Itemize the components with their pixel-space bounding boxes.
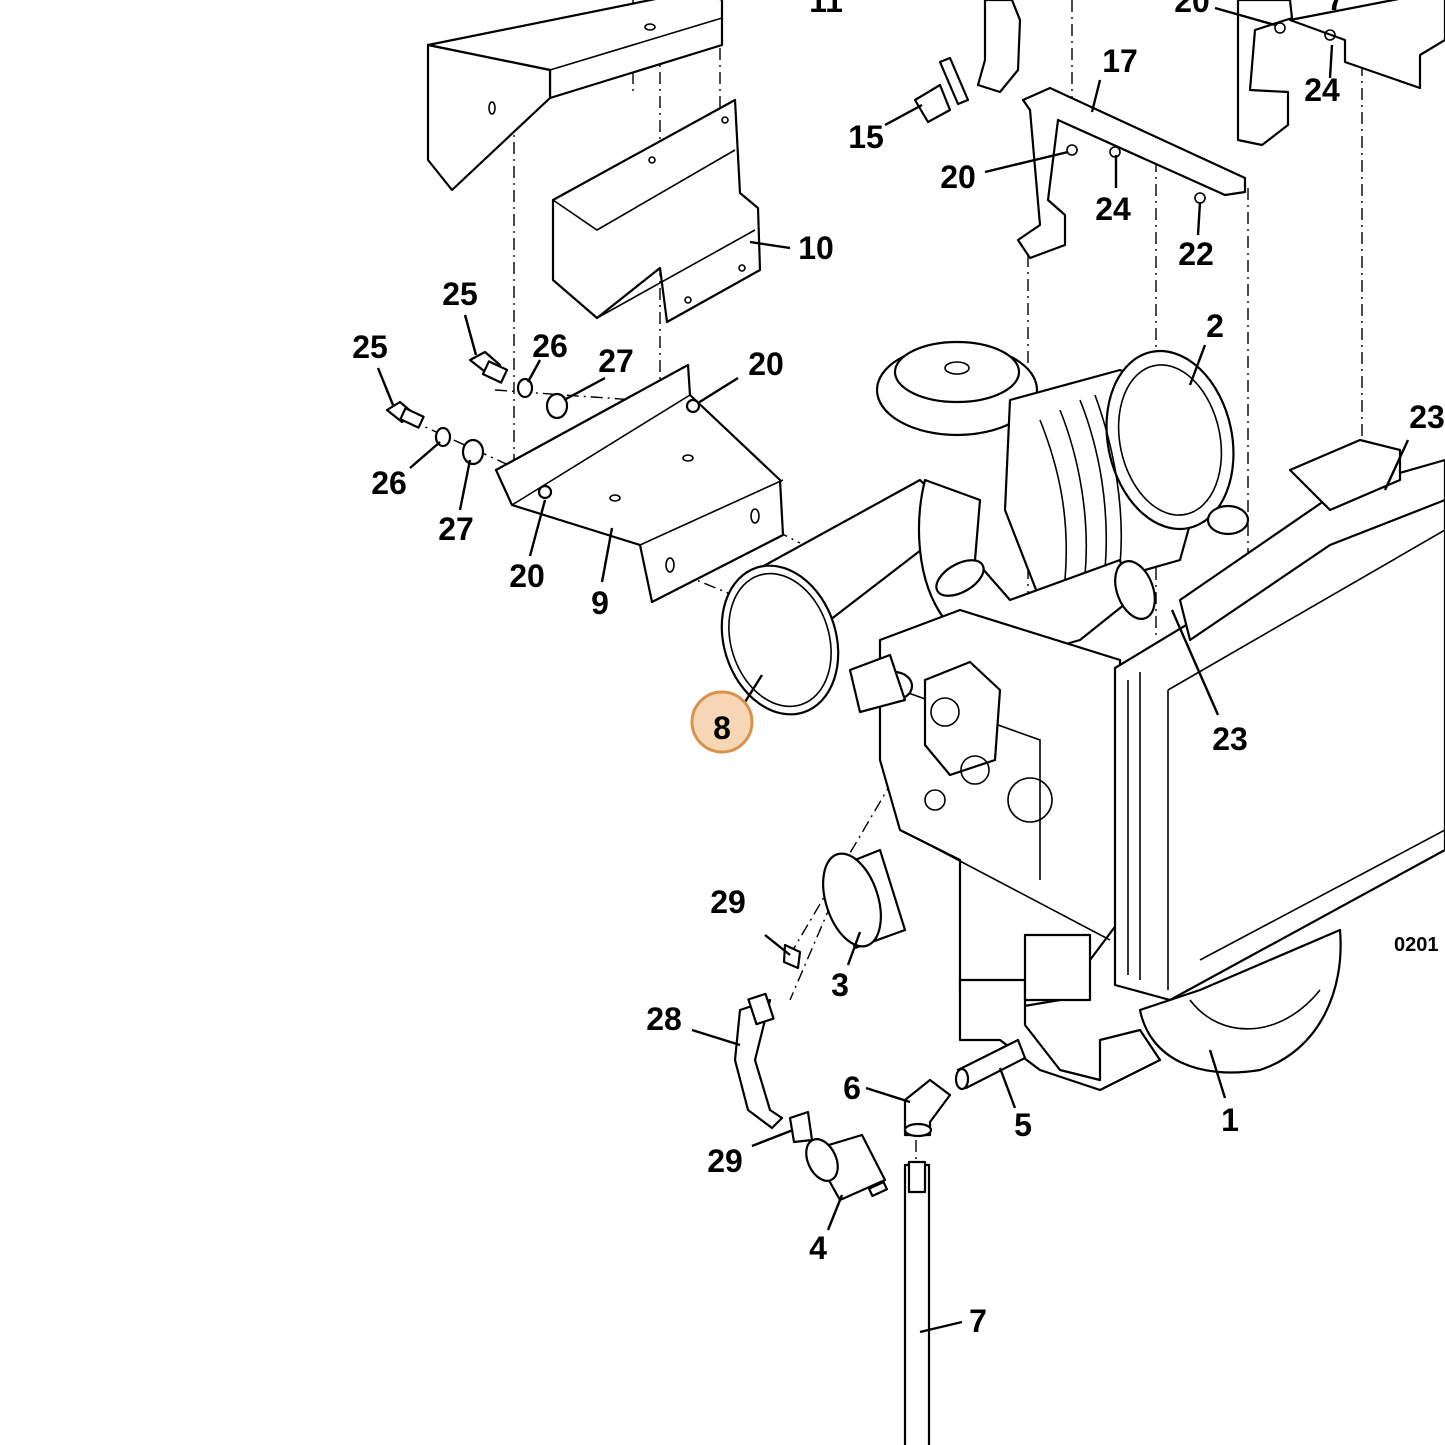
callout-29[interactable]: 29 xyxy=(710,884,746,920)
callout-20[interactable]: 20 xyxy=(1174,0,1210,19)
engine-assembly xyxy=(822,340,1445,1092)
callout-23[interactable]: 23 xyxy=(1409,399,1445,435)
fastener-hardware xyxy=(385,350,569,466)
dipstick-handle xyxy=(913,56,970,124)
callout-26[interactable]: 26 xyxy=(532,328,568,364)
highlight-marker[interactable]: 8 xyxy=(690,690,754,754)
callout-20[interactable]: 20 xyxy=(940,159,976,195)
callout-20[interactable]: 20 xyxy=(748,346,784,382)
leader-lines xyxy=(376,6,1410,1334)
air-cleaner-element xyxy=(720,478,962,716)
callout-1[interactable]: 1 xyxy=(1221,1102,1239,1138)
callout-7[interactable]: 7 xyxy=(969,1303,987,1339)
callout-24[interactable]: 24 xyxy=(1095,191,1131,227)
callout-25[interactable]: 25 xyxy=(442,276,478,312)
callout-25[interactable]: 25 xyxy=(352,329,388,365)
callout-26[interactable]: 26 xyxy=(371,465,407,501)
callout-2[interactable]: 2 xyxy=(1206,308,1224,344)
callout-9[interactable]: 9 xyxy=(591,585,609,621)
callout-27[interactable]: 27 xyxy=(438,511,474,547)
callout-24[interactable]: 24 xyxy=(1304,72,1340,108)
callout-11[interactable]: 11 xyxy=(809,0,843,19)
fuel-line-parts xyxy=(733,943,1027,1445)
callout-5[interactable]: 5 xyxy=(1014,1107,1032,1143)
top-cover-panel xyxy=(426,0,724,192)
callout-15[interactable]: 15 xyxy=(848,119,884,155)
callout-10[interactable]: 10 xyxy=(798,230,834,266)
deflector-bracket xyxy=(551,98,762,324)
callout-4[interactable]: 4 xyxy=(809,1230,827,1266)
callout-6[interactable]: 6 xyxy=(843,1070,861,1106)
callout-22[interactable]: 22 xyxy=(1178,236,1214,272)
figure-reference: 0201 xyxy=(1394,934,1439,956)
callout-27[interactable]: 27 xyxy=(598,343,634,379)
callout-28[interactable]: 28 xyxy=(646,1001,682,1037)
callout-17[interactable]: 17 xyxy=(1102,43,1138,79)
callout-7[interactable]: 7 xyxy=(1327,0,1345,17)
highlight-label: 8 xyxy=(713,710,731,746)
callout-20[interactable]: 20 xyxy=(509,558,545,594)
callout-23[interactable]: 23 xyxy=(1212,721,1248,757)
callout-3[interactable]: 3 xyxy=(831,967,849,1003)
callout-29[interactable]: 29 xyxy=(707,1143,743,1179)
callout-labels: 11 20 7 17 15 24 20 24 22 10 25 25 26 27… xyxy=(352,0,1445,1339)
upper-brackets xyxy=(976,0,1445,260)
lower-shield-bracket xyxy=(494,363,785,604)
